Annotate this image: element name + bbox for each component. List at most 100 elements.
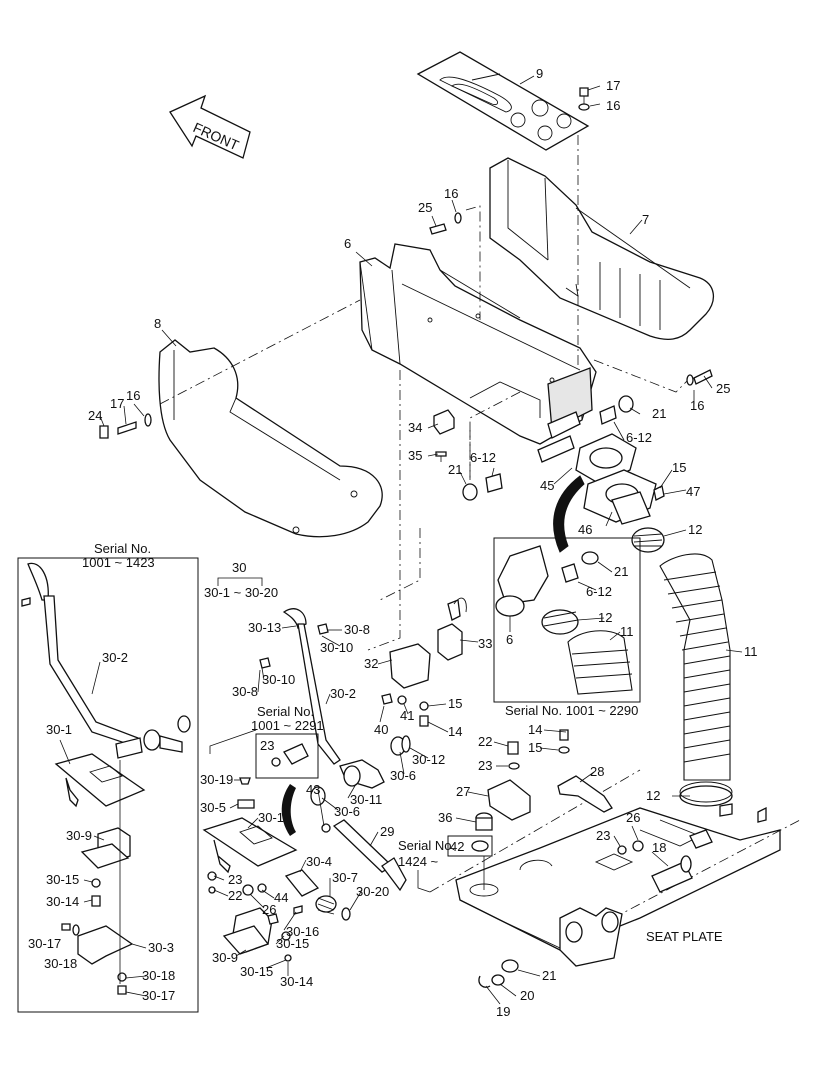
leader-lines — [59, 75, 743, 1005]
callout-25: 25 — [716, 381, 730, 396]
callout-35: 35 — [408, 448, 422, 463]
upper-hardware — [99, 87, 713, 501]
callout-8: 8 — [154, 316, 161, 331]
callout-22: 22 — [478, 734, 492, 749]
callout-17: 17 — [110, 396, 124, 411]
callout-7: 7 — [642, 212, 649, 227]
callout-30-14: 30-14 — [46, 894, 79, 909]
callout-19: 19 — [496, 1004, 510, 1019]
callout-16: 16 — [126, 388, 140, 403]
hose-inset: Serial No. 1001 ~ 2290 — [493, 537, 641, 718]
callout-16: 16 — [690, 398, 704, 413]
serial-mid-title: Serial No. — [257, 704, 314, 719]
callout-30-10: 30-10 — [320, 640, 353, 655]
callout-30-15: 30-15 — [276, 936, 309, 951]
callout-30-1: 30-1 — [46, 722, 72, 737]
callout-30-8: 30-8 — [344, 622, 370, 637]
callout-12: 12 — [688, 522, 702, 537]
callout-16: 16 — [444, 186, 458, 201]
callout-15: 15 — [528, 740, 542, 755]
callout-30-11: 30-11 — [350, 792, 382, 807]
callout-30-16: 30-16 — [286, 924, 319, 939]
top-cover-plate — [416, 51, 590, 151]
left-inset: Serial No. 1001 ~ 1423 — [17, 541, 199, 1013]
callout-43: 43 — [306, 782, 320, 797]
callout-30-17: 30-17 — [28, 936, 61, 951]
callout-28: 28 — [590, 764, 604, 779]
callout-34: 34 — [408, 420, 422, 435]
callout-30-2: 30-2 — [330, 686, 356, 701]
callout-14: 14 — [528, 722, 542, 737]
callout-16: 16 — [606, 98, 620, 113]
callout-15: 15 — [448, 696, 462, 711]
left-inset-title: Serial No. — [94, 541, 151, 556]
callout-18: 18 — [652, 840, 666, 855]
callout-23: 23 — [260, 738, 274, 753]
hose-inset-caption: Serial No. 1001 ~ 2290 — [505, 703, 638, 718]
callout-21: 21 — [542, 968, 556, 983]
callout-9: 9 — [536, 66, 543, 81]
group-30-range: 30-1 ~ 30-20 — [204, 585, 278, 600]
seat-plate-label: SEAT PLATE — [646, 929, 723, 944]
callout-11: 11 — [620, 624, 634, 639]
callout-42: 42 — [450, 839, 464, 854]
callout-17: 17 — [606, 78, 620, 93]
alignment-lines — [159, 135, 691, 651]
callout-30-12: 30-12 — [412, 752, 445, 767]
callout-30-3: 30-3 — [148, 940, 174, 955]
callout-6-12: 6-12 — [626, 430, 652, 445]
callout-36: 36 — [438, 810, 452, 825]
callout-30-7: 30-7 — [332, 870, 358, 885]
callout-30-9: 30-9 — [212, 950, 238, 965]
callout-30-20: 30-20 — [356, 884, 389, 899]
serial-mid-range: 1001 ~ 2291 — [251, 718, 324, 733]
callout-30-13: 30-13 — [248, 620, 281, 635]
callout-12: 12 — [598, 610, 612, 625]
callout-30-15: 30-15 — [240, 964, 273, 979]
callout-23: 23 — [596, 828, 610, 843]
callout-21: 21 — [614, 564, 628, 579]
callout-32: 32 — [364, 656, 378, 671]
left-inset-range: 1001 ~ 1423 — [82, 555, 155, 570]
callout-30-10: 30-10 — [262, 672, 295, 687]
callout-30-1: 30-1 — [258, 810, 284, 825]
callouts: 9 17 16 7 25 16 6 8 17 16 24 34 35 21 6-… — [28, 66, 758, 1019]
callout-12: 12 — [646, 788, 660, 803]
callout-23: 23 — [228, 872, 242, 887]
callout-45: 45 — [540, 478, 554, 493]
callout-30-8: 30-8 — [232, 684, 258, 699]
group-30: 30 30-1 ~ 30-20 Serial No. 1001 ~ 2291 — [202, 560, 411, 962]
callout-25: 25 — [418, 200, 432, 215]
serial-seat-title: Serial No. — [398, 838, 455, 853]
callout-30-5: 30-5 — [200, 800, 226, 815]
callout-6-12: 6-12 — [470, 450, 496, 465]
callout-24: 24 — [88, 408, 102, 423]
callout-6: 6 — [344, 236, 351, 251]
hose-assembly — [553, 433, 733, 817]
seat-plate: SEAT PLATE Serial No. 1424 ~ — [398, 729, 801, 988]
callout-11: 11 — [744, 644, 758, 659]
callout-20: 20 — [520, 988, 534, 1003]
callout-30-19: 30-19 — [200, 772, 233, 787]
callout-30-9: 30-9 — [66, 828, 92, 843]
side-cover — [158, 339, 383, 538]
callout-30-2: 30-2 — [102, 650, 128, 665]
serial-seat-range: 1424 ~ — [398, 854, 439, 869]
callout-15: 15 — [672, 460, 686, 475]
callout-30-6: 30-6 — [390, 768, 416, 783]
callout-30-6: 30-6 — [334, 804, 360, 819]
callout-30-14: 30-14 — [280, 974, 313, 989]
callout-14: 14 — [448, 724, 462, 739]
callout-44: 44 — [274, 890, 288, 905]
front-arrow: FRONT — [169, 94, 251, 159]
callout-47: 47 — [686, 484, 700, 499]
callout-6: 6 — [506, 632, 513, 647]
callout-6-12: 6-12 — [586, 584, 612, 599]
callout-33: 33 — [478, 636, 492, 651]
callout-30-4: 30-4 — [306, 854, 332, 869]
callout-40: 40 — [374, 722, 388, 737]
callout-27: 27 — [456, 784, 470, 799]
callout-26: 26 — [626, 810, 640, 825]
callout-22: 22 — [228, 888, 242, 903]
